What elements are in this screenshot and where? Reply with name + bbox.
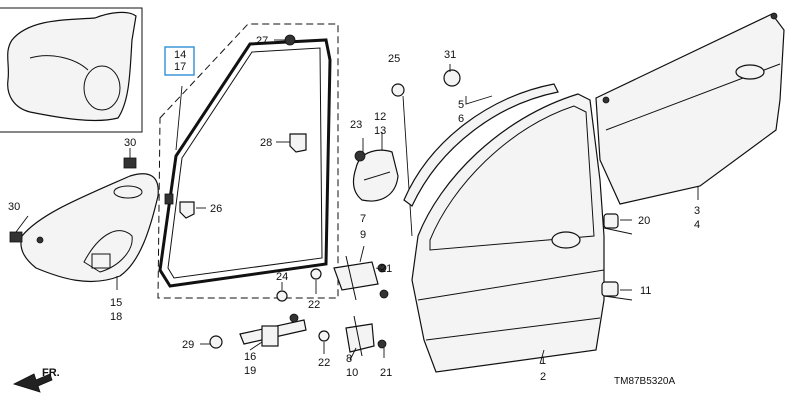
callout-29: 29 <box>182 339 194 351</box>
callout-12: 12 <box>374 111 386 123</box>
lower-hinge <box>345 315 387 357</box>
callout-31: 31 <box>444 49 456 61</box>
clip-30-upper <box>123 157 137 169</box>
callout-2: 2 <box>540 371 546 383</box>
callout-22-upper: 22 <box>308 299 320 311</box>
clip-28 <box>289 133 307 153</box>
callout-9: 9 <box>360 229 366 241</box>
callout-4: 4 <box>694 219 700 231</box>
door-checker <box>209 313 307 349</box>
inset-panel <box>0 7 143 133</box>
callout-16: 16 <box>244 351 256 363</box>
door-weatherstrip <box>158 38 332 288</box>
callout-15: 15 <box>110 297 122 309</box>
callout-25: 25 <box>388 53 400 65</box>
front-marker-text: FR. <box>42 367 60 379</box>
callout-30-lower: 30 <box>8 201 20 213</box>
clip-30-lower <box>9 231 23 243</box>
stopper-20 <box>603 213 619 229</box>
bolt-22-upper <box>310 268 322 280</box>
callout-22-lower: 22 <box>318 357 330 369</box>
callout-5: 5 <box>458 99 464 111</box>
door-check-latch <box>352 149 399 202</box>
callout-28: 28 <box>260 137 272 149</box>
callout-17: 17 <box>174 61 186 73</box>
diagram-code: TM87B5320A <box>614 376 675 387</box>
plug-31 <box>443 69 461 87</box>
sash-trim <box>403 83 559 207</box>
highlight-box <box>164 46 195 76</box>
callout-1: 1 <box>540 355 546 367</box>
door-outer-skin <box>595 12 785 205</box>
callout-14: 14 <box>174 49 186 61</box>
weatherstrip-group <box>157 23 339 299</box>
upper-hinge <box>333 255 389 301</box>
front-direction-marker: FR. <box>12 367 60 393</box>
callout-labels: 14 17 27 28 26 25 23 12 13 31 5 6 30 30 … <box>8 35 700 387</box>
callout-10: 10 <box>346 367 358 379</box>
callout-24: 24 <box>276 271 288 283</box>
callout-6: 6 <box>458 113 464 125</box>
callout-13: 13 <box>374 125 386 137</box>
callout-26: 26 <box>210 203 222 215</box>
stopper-11 <box>601 281 619 297</box>
callout-7: 7 <box>360 213 366 225</box>
door-insulator <box>20 173 159 283</box>
callout-21-upper: 21 <box>380 263 392 275</box>
callout-19: 19 <box>244 365 256 377</box>
callout-11: 11 <box>640 285 651 297</box>
bolt-24 <box>276 290 288 302</box>
callout-18: 18 <box>110 311 122 323</box>
front-door-panel <box>411 93 605 373</box>
callout-3: 3 <box>694 205 700 217</box>
clip-27 <box>284 34 296 46</box>
cap-nut-25 <box>391 83 413 237</box>
callout-27: 27 <box>256 35 268 47</box>
callout-20: 20 <box>638 215 650 227</box>
callout-30-upper: 30 <box>124 137 136 149</box>
bolt-22-lower <box>318 330 330 342</box>
callout-21-lower: 21 <box>380 367 392 379</box>
callout-23: 23 <box>350 119 362 131</box>
callout-8: 8 <box>346 353 352 365</box>
clip-26 <box>179 201 195 219</box>
leader-lines <box>15 39 699 365</box>
inset-insulator <box>7 11 137 122</box>
